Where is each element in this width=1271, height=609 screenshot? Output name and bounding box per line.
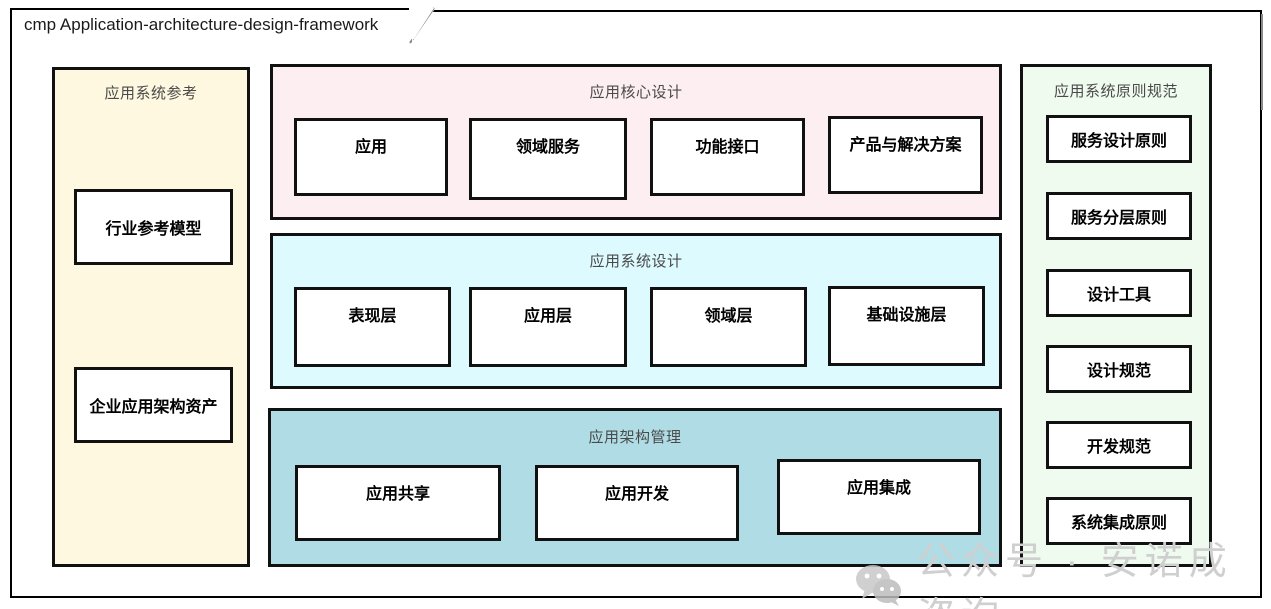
box-label: 开发规范 [1086, 439, 1151, 456]
panel-reference: 应用系统参考 行业参考模型 企业应用架构资产 [52, 67, 250, 567]
panel-architecture-management-title: 应用架构管理 [588, 429, 682, 446]
panel-system-design-title: 应用系统设计 [589, 253, 683, 270]
box-label: 领域服务 [515, 139, 580, 156]
panel-reference-title: 应用系统参考 [104, 85, 198, 102]
box-application[interactable]: 应用 [294, 118, 448, 196]
frame-kind-label: cmp Application-architecture-design-fram… [24, 15, 379, 34]
box-label: 应用开发 [604, 486, 669, 503]
box-system-integration-principle[interactable]: 系统集成原则 [1046, 497, 1192, 545]
box-product-and-solution[interactable]: 产品与解决方案 [828, 116, 983, 194]
box-service-layering-principle[interactable]: 服务分层原则 [1046, 192, 1192, 240]
box-label: 服务设计原则 [1070, 133, 1167, 150]
box-domain-service[interactable]: 领域服务 [469, 118, 627, 200]
box-label: 表现层 [348, 308, 397, 325]
panel-principles: 应用系统原则规范 服务设计原则 服务分层原则 设计工具 设计规范 开发规范 系统… [1020, 64, 1212, 567]
box-design-tools[interactable]: 设计工具 [1046, 269, 1192, 317]
box-domain-layer[interactable]: 领域层 [650, 287, 807, 367]
panel-core-design: 应用核心设计 应用 领域服务 功能接口 产品与解决方案 [270, 64, 1002, 220]
panel-architecture-management: 应用架构管理 应用共享 应用开发 应用集成 [268, 408, 1002, 567]
box-industry-reference-model[interactable]: 行业参考模型 [74, 189, 233, 265]
box-application-development[interactable]: 应用开发 [535, 465, 739, 541]
box-enterprise-app-architecture-assets[interactable]: 企业应用架构资产 [74, 367, 233, 443]
box-label: 应用 [354, 139, 387, 156]
box-development-specification[interactable]: 开发规范 [1046, 421, 1192, 469]
panel-principles-title: 应用系统原则规范 [1053, 83, 1178, 100]
box-label: 产品与解决方案 [849, 137, 962, 154]
box-label: 服务分层原则 [1070, 210, 1167, 227]
panel-system-design: 应用系统设计 表现层 应用层 领域层 基础设施层 [270, 233, 1002, 389]
box-label: 功能接口 [695, 139, 760, 156]
box-presentation-layer[interactable]: 表现层 [294, 287, 451, 367]
box-design-specification[interactable]: 设计规范 [1046, 345, 1192, 393]
frame-right-rule [1261, 14, 1263, 110]
box-application-sharing[interactable]: 应用共享 [295, 465, 501, 541]
box-label: 系统集成原则 [1070, 515, 1167, 532]
box-label: 应用共享 [365, 486, 430, 503]
box-label: 应用集成 [846, 480, 911, 497]
box-application-layer[interactable]: 应用层 [469, 287, 627, 367]
box-label: 企业应用架构资产 [89, 399, 218, 416]
box-label: 设计规范 [1086, 363, 1151, 380]
box-label: 应用层 [523, 308, 572, 325]
tab-seam-cover [12, 38, 392, 42]
tab-corner-icon [409, 7, 436, 45]
panel-core-design-title: 应用核心设计 [589, 84, 683, 101]
box-label: 行业参考模型 [105, 221, 202, 238]
box-infrastructure-layer[interactable]: 基础设施层 [828, 286, 985, 366]
box-service-design-principle[interactable]: 服务设计原则 [1046, 115, 1192, 163]
box-functional-interface[interactable]: 功能接口 [650, 118, 805, 196]
box-label: 领域层 [704, 308, 753, 325]
frame-kind-tab: cmp Application-architecture-design-fram… [10, 7, 436, 44]
box-label: 基础设施层 [866, 307, 947, 324]
box-label: 设计工具 [1086, 287, 1151, 304]
box-application-integration[interactable]: 应用集成 [777, 459, 981, 535]
